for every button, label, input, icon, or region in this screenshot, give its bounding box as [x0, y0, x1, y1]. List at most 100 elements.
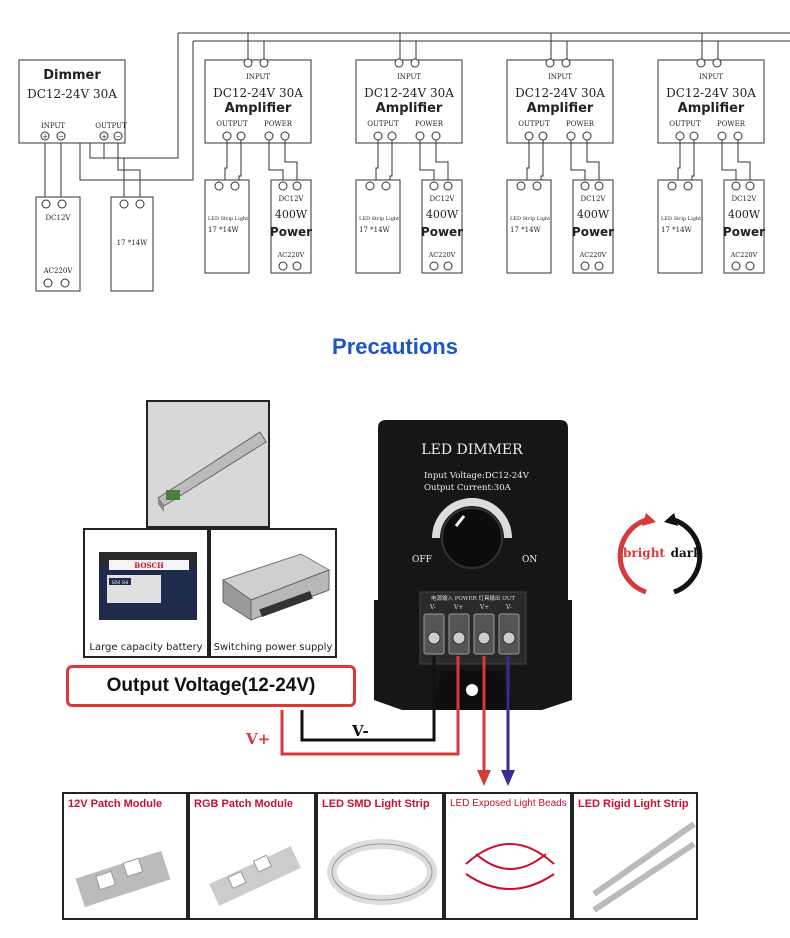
amp-psu-ac: AC220V: [277, 251, 305, 259]
amp-psu-watt: 400W: [728, 208, 761, 221]
load-label-3: LED SMD Light Strip: [322, 798, 430, 810]
battery-caption: Large capacity battery: [89, 642, 203, 653]
amp-strip-box: [355, 179, 401, 274]
amp-psu-ac: AC220V: [730, 251, 758, 259]
amp-power-label: POWER: [717, 120, 746, 128]
amp-strip-text: 17 *14W: [661, 226, 693, 234]
output-wires: V- V+: [245, 656, 515, 786]
terminal-label-3: V+: [479, 604, 489, 611]
device-on-label: ON: [522, 555, 537, 565]
output-voltage-box: Output Voltage(12-24V): [66, 665, 356, 707]
amp-strip-label: LED Strip Light: [359, 216, 399, 222]
bus-lines: [44, 32, 790, 198]
amp-psu-watt: 400W: [275, 208, 308, 221]
amp-strip-box: [657, 179, 703, 274]
amp-strip-label: LED Strip Light: [208, 216, 248, 222]
amp-psu-voltage: DC12V: [430, 195, 456, 203]
amp-power-label: POWER: [264, 120, 293, 128]
amp-title: Amplifier: [678, 101, 745, 116]
direction-indicator: bright dark: [610, 510, 710, 600]
switching-psu-caption: Switching power supply: [213, 642, 333, 653]
amp-psu-ac: AC220V: [428, 251, 456, 259]
amp-psu-box: [421, 179, 463, 274]
load-label-2: RGB Patch Module: [194, 798, 294, 810]
amp-strip-label: LED Strip Light: [661, 216, 701, 222]
dimmer-psu: DC12V AC220V: [35, 196, 81, 292]
amp-psu-word: Power: [270, 225, 312, 239]
amp-spec: DC12-24V 30A: [515, 86, 605, 100]
amp-strip-box: [204, 179, 250, 274]
dimmer-psu-ac: AC220V: [43, 267, 74, 275]
amp-psu-box: [270, 179, 312, 274]
dimmer-knob[interactable]: [441, 507, 503, 569]
amp-psu-box: [572, 179, 614, 274]
amp-strip-text: 17 *14W: [510, 226, 542, 234]
v-minus-label: V-: [351, 722, 369, 740]
precautions-heading: Precautions: [332, 334, 458, 359]
dimmer-input-label: INPUT: [41, 122, 65, 130]
dimmer-strip-text: 17 *14W: [117, 239, 149, 247]
amp-input-label: INPUT: [548, 73, 572, 81]
switching-psu-icon: [221, 553, 331, 621]
amp-spec: DC12-24V 30A: [213, 86, 303, 100]
device-line1: Input Voltage:DC12-24V: [424, 471, 530, 481]
load-label-1: 12V Patch Module: [68, 798, 163, 810]
amp-output-label: OUTPUT: [518, 120, 550, 128]
amp-title: Amplifier: [225, 101, 292, 116]
battery-icon: BOSCH SM S4: [99, 552, 197, 620]
load-panel-smd-strip: LED SMD Light Strip: [316, 792, 444, 920]
amp-psu-voltage: DC12V: [279, 195, 305, 203]
amp-power-label: POWER: [566, 120, 595, 128]
switching-psu-panel: Switching power supply: [209, 528, 337, 658]
amp-output-label: OUTPUT: [669, 120, 701, 128]
v-plus-label: V+: [245, 730, 270, 748]
dimmer-spec: DC12-24V 30A: [27, 87, 117, 101]
load-label-5: LED Rigid Light Strip: [578, 798, 689, 810]
slim-psu-photo: [146, 400, 270, 528]
dimmer-strip: 17 *14W: [110, 196, 154, 292]
amp-psu-ac: AC220V: [579, 251, 607, 259]
dark-label: dark: [671, 546, 702, 560]
amp-psu-voltage: DC12V: [732, 195, 758, 203]
amp-input-label: INPUT: [397, 73, 421, 81]
svg-text:−: −: [115, 133, 121, 141]
amp-output-label: OUTPUT: [367, 120, 399, 128]
device-line2: Output Current:30A: [424, 483, 512, 493]
amp-spec: DC12-24V 30A: [666, 86, 756, 100]
amp-strip-box: [506, 179, 552, 274]
amp-psu-watt: 400W: [426, 208, 459, 221]
amp-strip-text: 17 *14W: [208, 226, 240, 234]
svg-text:+: +: [101, 133, 107, 141]
terminal-header: 电源输入 POWER 灯具输出 OUT: [431, 594, 515, 602]
dimmer-box: Dimmer DC12-24V 30A INPUT OUTPUT +−+−: [18, 59, 127, 144]
device-off-label: OFF: [412, 555, 432, 565]
terminal-label-2: V+: [453, 604, 463, 611]
dimmer-psu-voltage: DC12V: [46, 214, 72, 222]
amp-spec: DC12-24V 30A: [364, 86, 454, 100]
dimmer-output-label: OUTPUT: [95, 122, 127, 130]
amp-input-label: INPUT: [246, 73, 270, 81]
load-panel-12v-patch: 12V Patch Module: [62, 792, 188, 920]
wiring-diagram: Dimmer DC12-24V 30A INPUT OUTPUT +−+− DC…: [18, 32, 790, 292]
amp-psu-word: Power: [723, 225, 765, 239]
load-panel-rgb-patch: RGB Patch Module: [188, 792, 316, 920]
battery-model: SM S4: [112, 580, 129, 586]
load-panel-rigid-strip: LED Rigid Light Strip: [572, 792, 698, 920]
amp-title: Amplifier: [376, 101, 443, 116]
amp-psu-voltage: DC12V: [581, 195, 607, 203]
dimmer-title: Dimmer: [43, 68, 101, 83]
device-title: LED DIMMER: [421, 442, 523, 458]
terminal-label-1: V-: [429, 604, 436, 611]
amp-psu-word: Power: [572, 225, 614, 239]
amp-psu-word: Power: [421, 225, 463, 239]
amp-input-label: INPUT: [699, 73, 723, 81]
amp-power-label: POWER: [415, 120, 444, 128]
amp-output-label: OUTPUT: [216, 120, 248, 128]
load-panel-exposed-beads: LED Exposed Light Beads: [444, 792, 572, 920]
amp-psu-box: [723, 179, 765, 274]
